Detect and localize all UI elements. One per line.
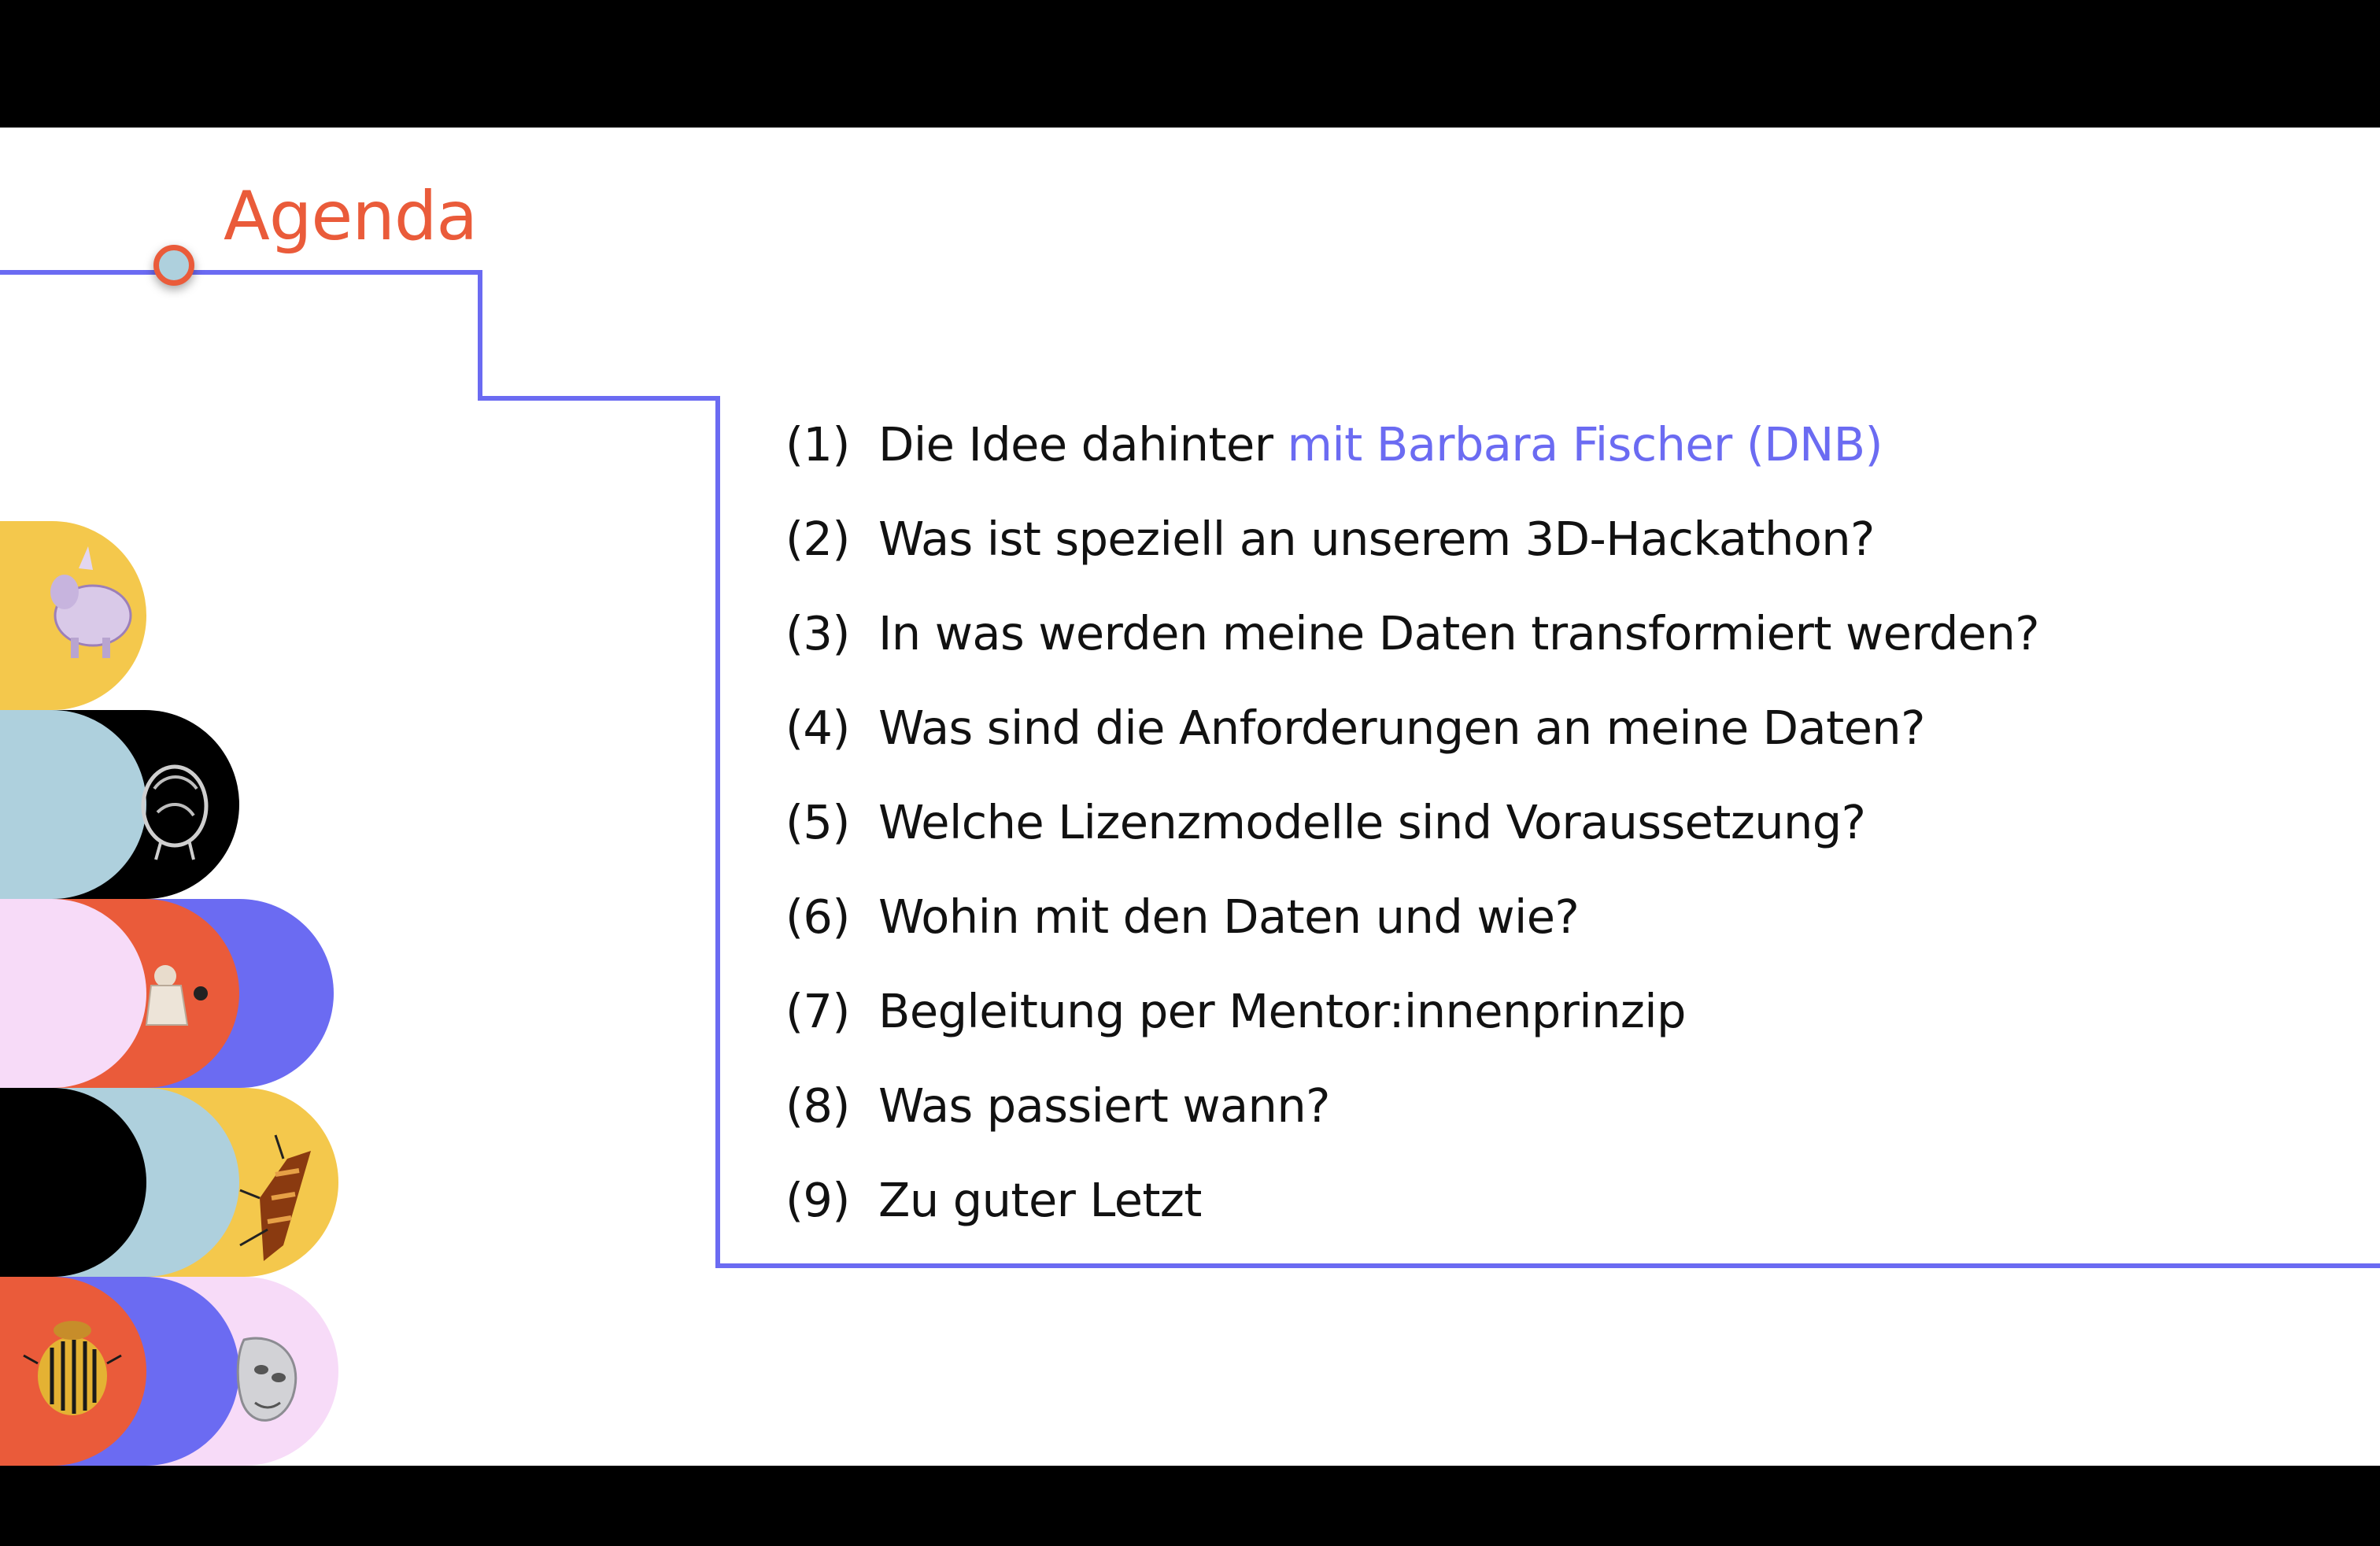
agenda-item-text: Was sind die Anforderungen an meine Date… <box>878 700 1925 755</box>
skeleton-figure-icon <box>141 764 209 860</box>
agenda-item-6: (6) Wohin mit den Daten und wie? <box>785 869 2039 963</box>
agenda-item-number: (1) <box>785 416 850 472</box>
agenda-item-text: Was passiert wann? <box>878 1078 1330 1133</box>
agenda-item-text: Wohin mit den Daten und wie? <box>878 889 1580 944</box>
agenda-item-text: Zu guter Letzt <box>878 1172 1202 1227</box>
rhino-figure-icon <box>50 546 132 658</box>
agenda-item-text: Begleitung per Mentor:innenprinzip <box>878 983 1687 1038</box>
agenda-item-2: (2) Was ist speziell an unserem 3D-Hackat… <box>785 491 2039 586</box>
agenda-item-8: (8) Was passiert wann? <box>785 1058 2039 1152</box>
slide: Agenda (1) Die Idee dahinter mit Barbara … <box>0 128 2380 1466</box>
agenda-item-9: (9) Zu guter Letzt <box>785 1152 2039 1247</box>
agenda-item-3: (3) In was werden meine Daten transformie… <box>785 586 2040 680</box>
mask-figure-icon <box>236 1337 298 1422</box>
agenda-item-text: In was werden meine Daten transformiert … <box>878 605 2040 660</box>
agenda-item-number: (4) <box>785 700 850 755</box>
statue-figure-icon <box>145 965 208 1026</box>
agenda-item-number: (2) <box>785 511 850 566</box>
agenda-item-4: (4) Was sind die Anforderungen an meine D… <box>785 680 2039 775</box>
beetle-figure-icon <box>239 1134 311 1261</box>
agenda-item-text: Was ist speziell an unserem 3D-Hackathon… <box>878 511 1875 566</box>
agenda-item-number: (5) <box>785 794 850 849</box>
agenda-item-text: Die Idee dahinter <box>878 416 1288 472</box>
agenda-item-1: (1) Die Idee dahinter mit Barbara Fischer… <box>785 397 2039 491</box>
agenda-item-number: (9) <box>785 1172 850 1227</box>
agenda-frame-line <box>0 270 2380 1268</box>
agenda-item-5: (5) Welche Lizenzmodelle sind Voraussetzu… <box>785 775 2039 869</box>
agenda-item-number: (6) <box>785 889 850 944</box>
potato-beetle-icon <box>23 1321 122 1415</box>
agenda-item-7: (7) Begleitung per Mentor:innenprinzip <box>785 963 2039 1058</box>
page-title: Agenda <box>224 177 478 256</box>
agenda-list: (1) Die Idee dahinter mit Barbara Fischer… <box>785 397 2040 1247</box>
agenda-item-number: (7) <box>785 983 850 1038</box>
agenda-item-highlight: mit Barbara Fischer (DNB) <box>1287 416 1883 472</box>
timeline-dot <box>153 245 194 286</box>
agenda-item-number: (8) <box>785 1078 850 1133</box>
decorative-pill-stack <box>0 521 338 1466</box>
agenda-item-number: (3) <box>785 605 850 660</box>
agenda-item-text: Welche Lizenzmodelle sind Voraussetzung? <box>878 794 1866 849</box>
